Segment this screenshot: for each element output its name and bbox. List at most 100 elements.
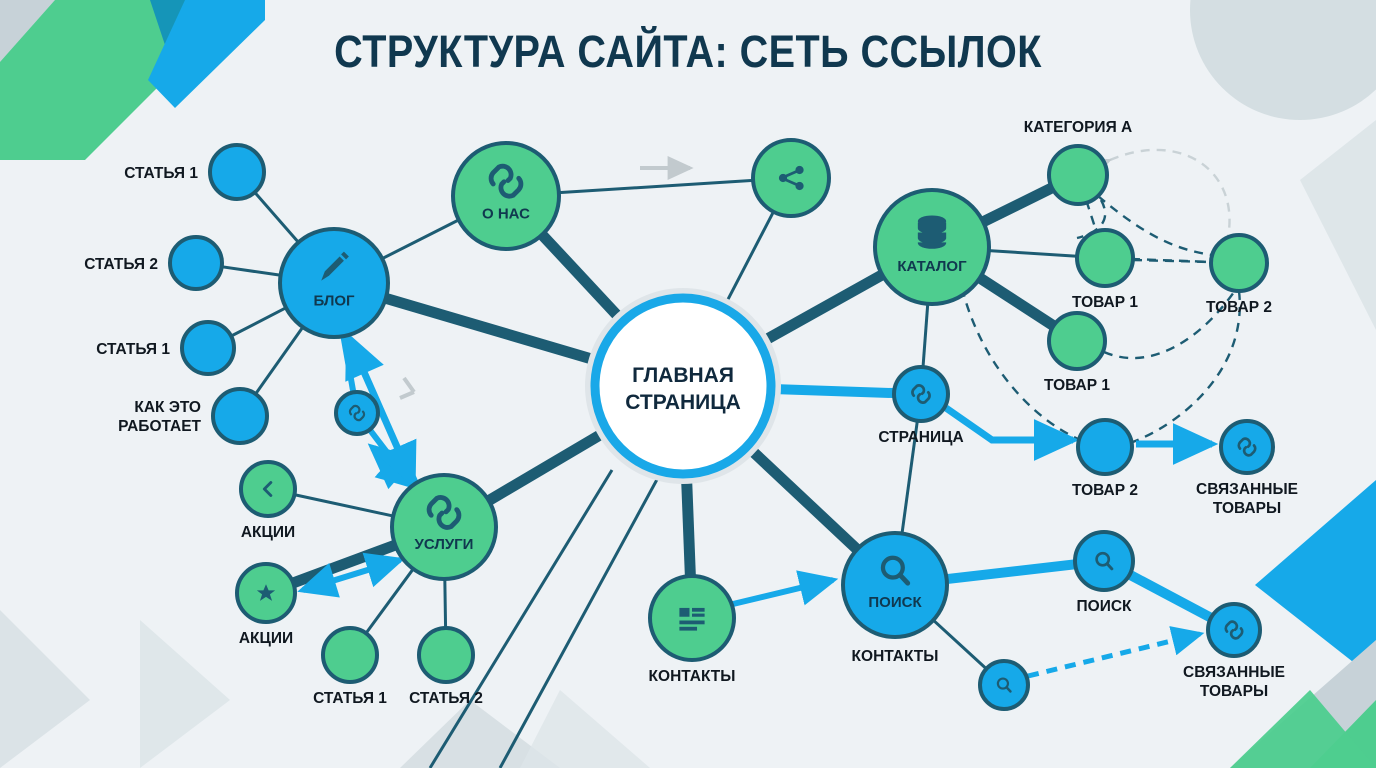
node-label-article-l2: СТАТЬЯ 2 <box>84 256 158 273</box>
node-label-promo-2: АКЦИИ <box>239 630 293 647</box>
decor-blue-diamond-bottomright <box>1255 480 1376 680</box>
edge-catalog-category-a <box>978 182 1057 228</box>
node-category-a[interactable]: КАТЕГОРИЯ А <box>1024 119 1132 206</box>
chevron-left-icon <box>262 481 273 497</box>
node-article-s1[interactable]: СТАТЬЯ 1 <box>313 626 387 707</box>
node-label-product-1a: ТОВАР 1 <box>1072 294 1138 311</box>
page-title: СТРУКТУРА САЙТА: СЕТЬ ССЫЛОК <box>334 26 1042 77</box>
star-icon <box>256 584 276 601</box>
arrow-promo-services-double <box>297 552 406 598</box>
decor-grey-bottomleft-2 <box>140 620 230 768</box>
edge-services-promo-1 <box>292 492 396 518</box>
search-icon <box>1095 551 1114 571</box>
node-article-l2[interactable]: СТАТЬЯ 2 <box>84 235 224 291</box>
node-article-l3[interactable]: СТАТЬЯ 1 <box>96 320 236 376</box>
node-label-search-sub: ПОИСК <box>1077 598 1133 615</box>
edge-hub-page-link <box>768 383 897 399</box>
node-label-article-l3: СТАТЬЯ 1 <box>96 341 170 358</box>
edge-services-article-s1 <box>363 566 416 636</box>
node-catalog[interactable]: КАТАЛОГ <box>873 188 991 306</box>
node-label-page-link: СТРАНИЦА <box>878 429 963 446</box>
node-label-article-s1: СТАТЬЯ 1 <box>313 690 387 707</box>
arrow-searchlow-to-related <box>1027 626 1205 679</box>
edge-blog-howto <box>253 324 306 397</box>
edge-search-main-search-sub <box>944 559 1078 585</box>
edge-catalog-product-1b <box>975 272 1059 332</box>
node-label-category-a: КАТЕГОРИЯ А <box>1024 119 1132 136</box>
edge-offcanvas-0 <box>498 473 662 768</box>
node-article-l1[interactable]: СТАТЬЯ 1 <box>124 143 266 201</box>
node-about[interactable]: О НАС <box>451 141 561 251</box>
edge-hub-catalog <box>755 269 887 349</box>
edge-hub-about <box>536 229 629 327</box>
link-icon <box>488 163 524 199</box>
node-link-small[interactable] <box>334 390 380 436</box>
edge-offcanvas-1 <box>428 469 614 768</box>
node-product-1a[interactable]: ТОВАР 1 <box>1072 228 1138 311</box>
dashed-edge-product1a-product2a <box>1132 258 1212 264</box>
node-label-contacts: КОНТАКТЫ <box>649 668 736 685</box>
decor-green-triangle-bottom <box>1230 690 1376 768</box>
share-icon <box>778 165 804 191</box>
edge-hub-search-main <box>741 440 863 555</box>
node-label-product-2b: ТОВАР 2 <box>1072 482 1138 499</box>
decor-blue-topleft <box>148 0 265 108</box>
node-blog[interactable]: БЛОГ <box>278 227 390 339</box>
link-icon <box>1224 620 1244 640</box>
node-label-about: О НАС <box>482 205 530 222</box>
node-product-2a[interactable]: ТОВАР 2 <box>1206 233 1272 316</box>
decor-grey-bottom-mid2 <box>520 690 650 768</box>
node-search-low[interactable] <box>978 659 1030 711</box>
node-contacts[interactable]: КОНТАКТЫ <box>648 574 736 685</box>
node-label-blog: БЛОГ <box>313 293 355 310</box>
edge-search-main-page-link <box>900 418 920 536</box>
sublabel-contacts-under-search: КОНТАКТЫ <box>852 648 939 665</box>
node-page-link[interactable]: СТРАНИЦА <box>878 365 964 446</box>
link-icon <box>911 384 931 404</box>
database-icon <box>917 215 947 249</box>
node-services[interactable]: УСЛУГИ <box>390 473 498 581</box>
dashed-edge-category-product1a <box>1076 199 1107 240</box>
ghost-arrow-blog-mark2 <box>399 390 415 400</box>
node-promo-1[interactable]: АКЦИИ <box>239 460 297 541</box>
edge-blog-article-l2 <box>219 264 283 278</box>
node-label-article-s2: СТАТЬЯ 2 <box>409 690 483 707</box>
node-label-search-main: ПОИСК <box>868 594 922 611</box>
edge-catalog-page-link <box>921 301 930 370</box>
edge-hub-blog <box>382 292 603 367</box>
node-share[interactable] <box>751 138 831 218</box>
link-icon <box>1237 437 1257 457</box>
dashed-edge-category-product2 <box>1097 195 1213 257</box>
node-product-1b[interactable]: ТОВАР 1 <box>1044 311 1110 394</box>
node-label-catalog: КАТАЛОГ <box>897 258 967 275</box>
node-article-s2[interactable]: СТАТЬЯ 2 <box>409 626 483 707</box>
node-search-sub[interactable]: ПОИСК <box>1073 530 1135 615</box>
node-product-2b[interactable]: ТОВАР 2 <box>1072 418 1138 499</box>
search-icon <box>880 555 911 586</box>
arrows <box>297 148 1241 679</box>
node-promo-2[interactable]: АКЦИИ <box>235 562 297 647</box>
arrow-contacts-to-search <box>732 570 839 607</box>
edge-search-sub-related-2 <box>1125 569 1216 624</box>
edge-hub-services <box>484 424 612 507</box>
edge-services-article-s2 <box>443 576 448 631</box>
edge-hub-contacts <box>680 471 696 579</box>
decor-shape-right <box>1300 120 1376 330</box>
node-label-promo-1: АКЦИИ <box>241 524 295 541</box>
decor-circle-topright <box>1190 0 1376 120</box>
edge-hub-share <box>721 209 776 311</box>
node-search-main[interactable]: ПОИСК <box>841 531 949 639</box>
edge-category-a-product-1a <box>1085 200 1099 234</box>
node-label-product-2a: ТОВАР 2 <box>1206 299 1272 316</box>
search-icon <box>996 677 1012 693</box>
node-label-product-1b: ТОВАР 1 <box>1044 377 1110 394</box>
